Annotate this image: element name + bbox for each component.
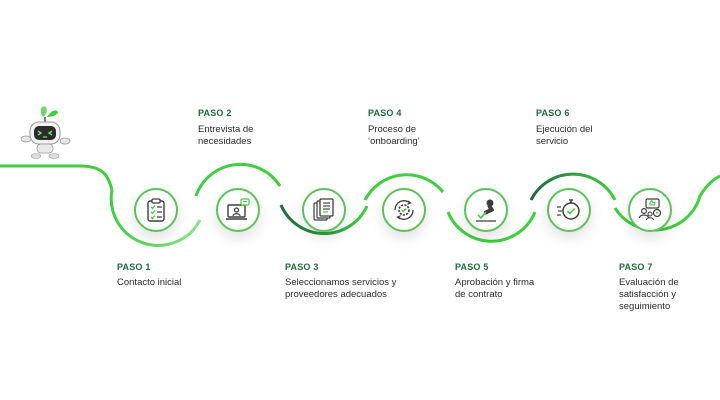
step-7-node [628,188,672,232]
fast-stopwatch-check-icon [557,199,580,220]
step-5-label: PASO 5 [455,262,489,272]
step-1-label: PASO 1 [117,262,151,272]
step-2-text: Entrevista de necesidades [198,124,254,147]
step-5-text: Aprobación y firma de contrato [455,277,535,300]
step-6-text: Ejecución del servicio [536,124,593,147]
step-6-label: PASO 6 [536,108,570,118]
step-3-node [302,188,346,232]
step-4-text: Proceso de ‘onboarding’ [368,124,420,147]
robot-mascot-icon [20,106,71,159]
feedback-rating-icon [638,198,662,221]
gear-cycle-check-icon [394,200,414,220]
step-7-text: Evaluación de satisfacción y seguimiento [619,277,679,312]
documents-stack-icon [313,198,334,221]
step-7-label: PASO 7 [619,262,653,272]
step-2-label: PASO 2 [198,108,232,118]
step-1-node [134,188,178,232]
step-2-node [216,188,260,232]
step-1-text: Contacto inicial [117,277,182,288]
step-5-node [464,188,508,232]
step-3-label: PASO 3 [285,262,319,272]
step-4-label: PASO 4 [368,108,402,118]
step-4-node [382,188,426,232]
stamp-approval-icon [476,199,496,222]
step-3-text: Seleccionamos servicios y proveedores ad… [285,277,397,300]
checklist-clipboard-icon [147,198,165,222]
laptop-video-call-icon [226,198,250,220]
step-6-node [547,188,591,232]
